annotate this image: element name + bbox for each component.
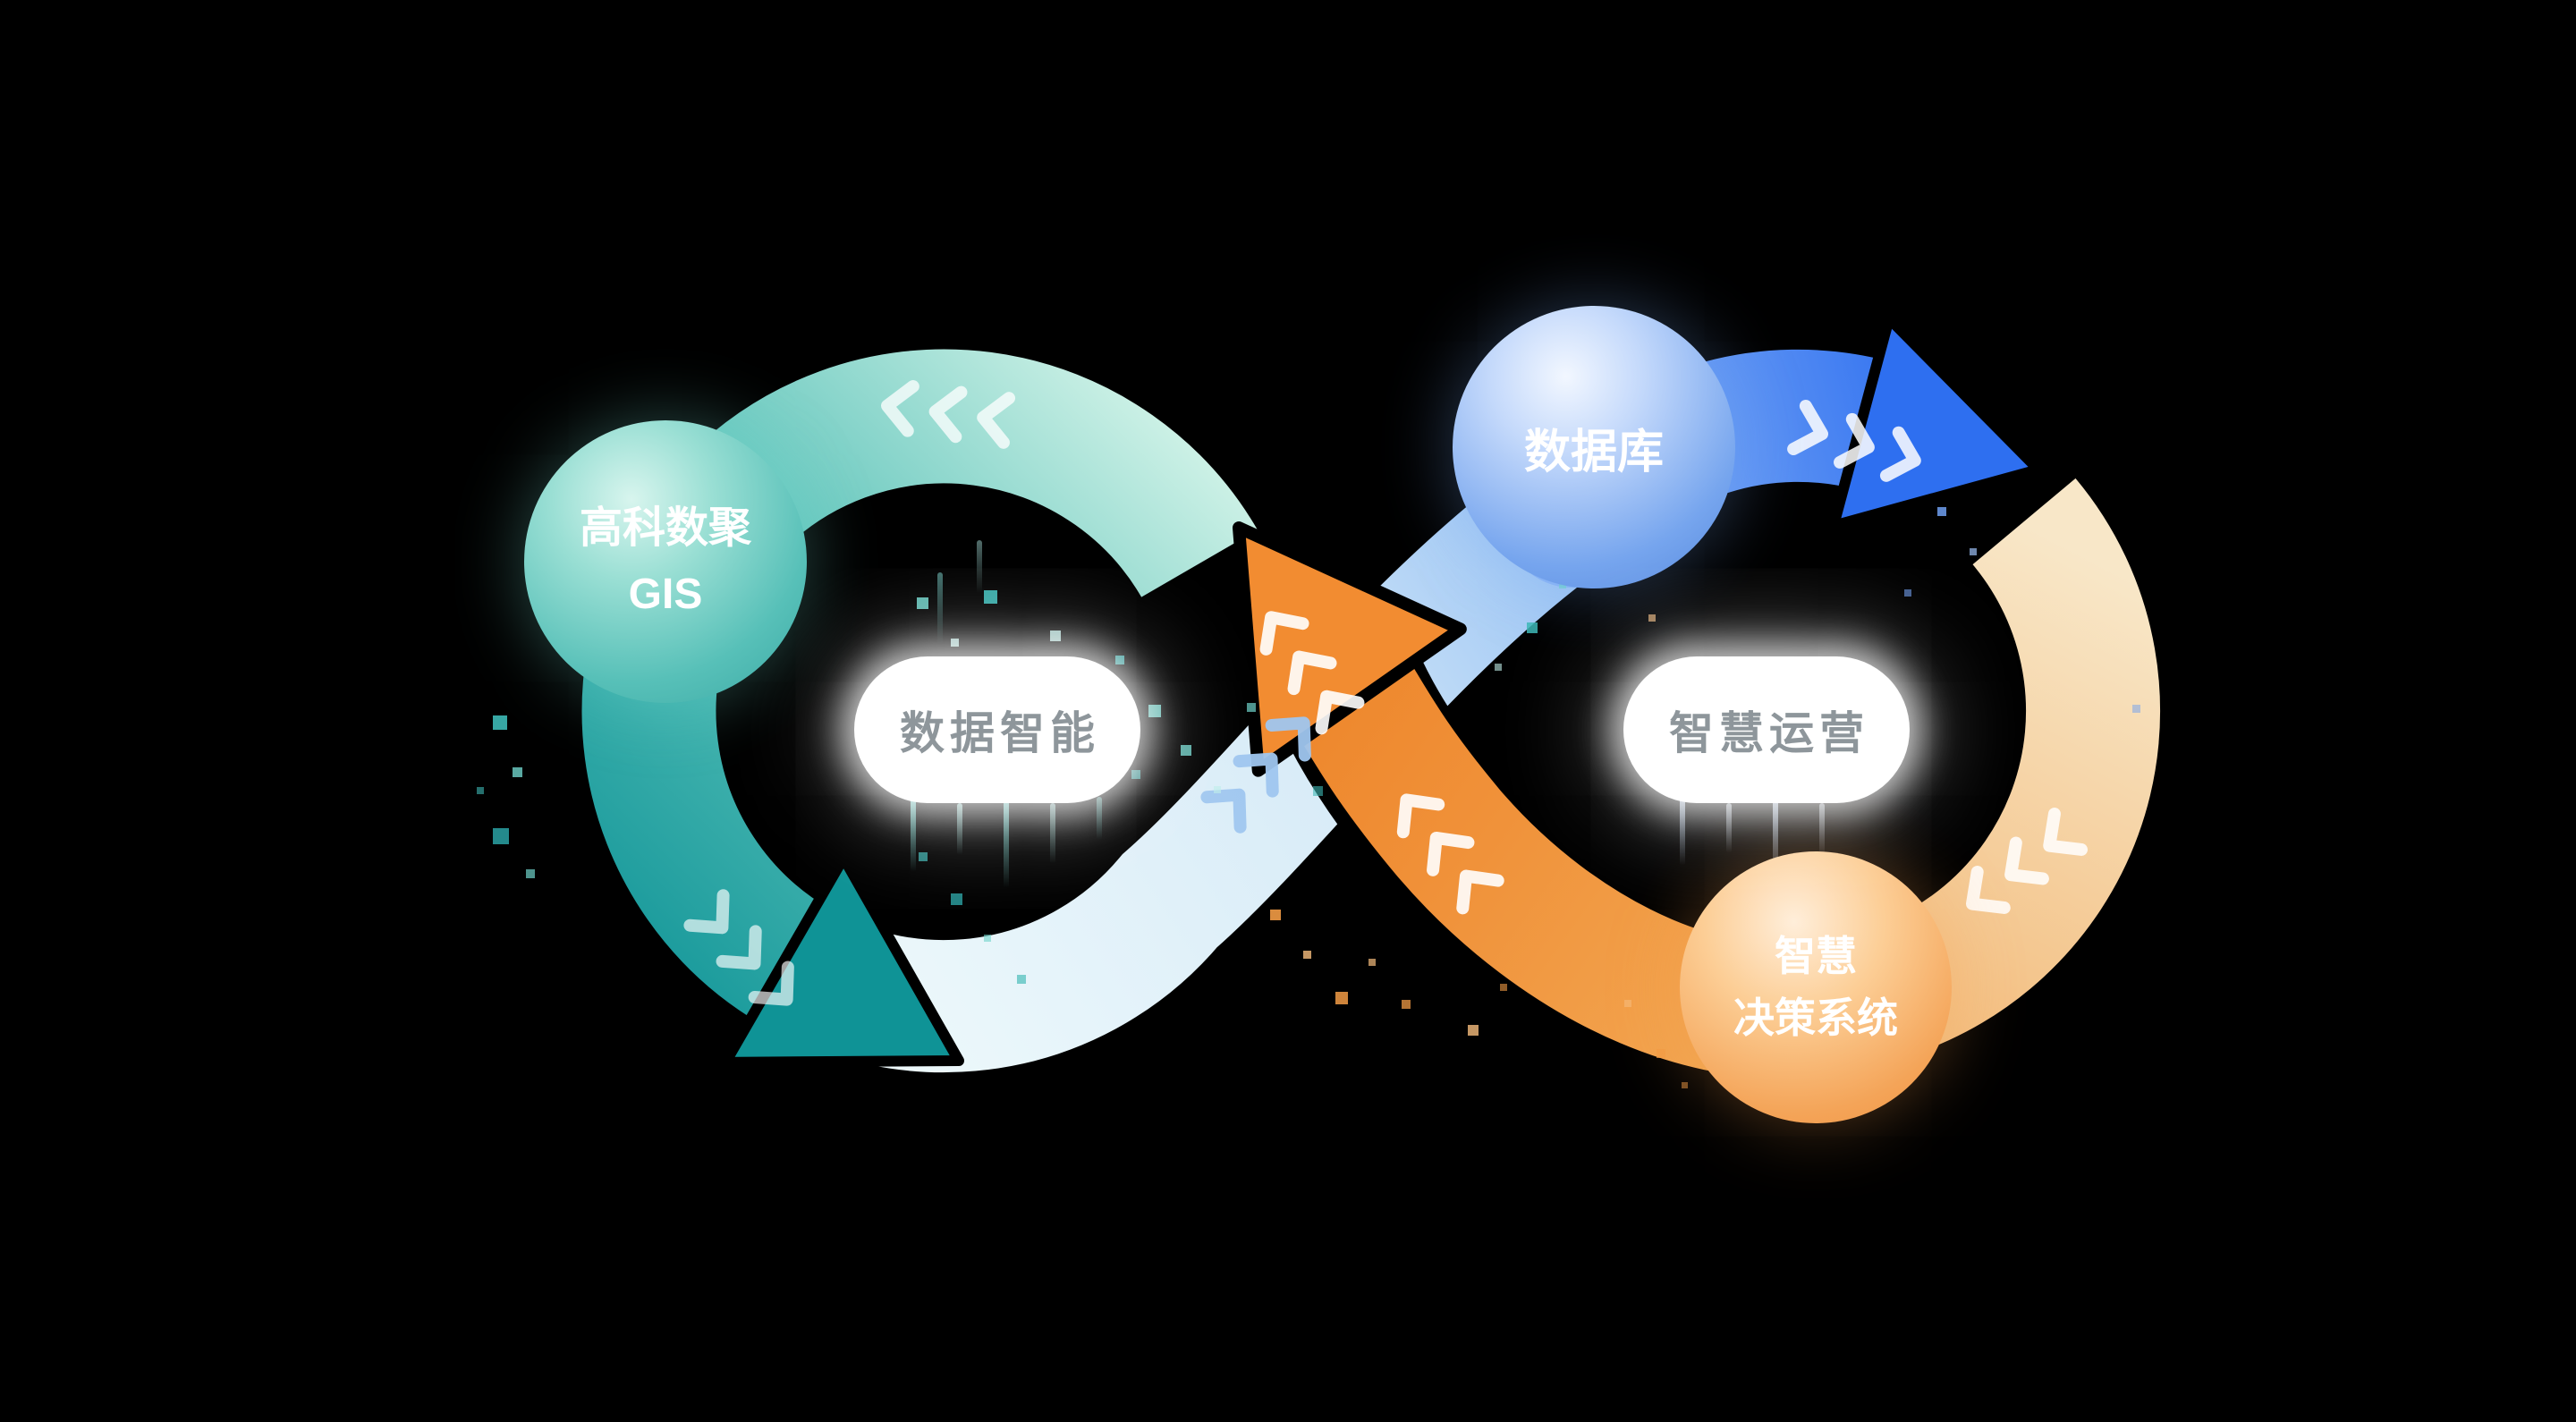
chevrons-blue-arc: [1787, 399, 1921, 482]
node-database-sphere: 数据库: [1453, 306, 1735, 588]
node-decision-label-line2: 决策系统: [1733, 995, 1898, 1041]
node-decision-label-line1: 智慧: [1775, 933, 1857, 979]
teal-arrowhead: [720, 852, 964, 1068]
node-database-label-text: 数据库: [1523, 426, 1664, 478]
node-gis-label: 高科数聚 GIS: [580, 495, 751, 629]
node-decision-label: 智慧 决策系统: [1733, 926, 1898, 1049]
chevrons-teal-top: [880, 380, 1016, 449]
pill-data-intelligence: 数据智能: [854, 656, 1140, 803]
chevrons-teal-bottom: [683, 889, 794, 1006]
chevrons-orange-lower: [1396, 793, 1504, 915]
pill-smart-operations: 智慧运营: [1623, 656, 1910, 803]
chevrons-orange-upper: [1259, 611, 1365, 735]
node-database-label: 数据库: [1524, 414, 1664, 481]
node-gis-label-line1: 高科数聚: [579, 504, 751, 552]
pill-smart-operations-label: 智慧运营: [1669, 708, 1869, 758]
node-gis-sphere: 高科数聚 GIS: [524, 420, 807, 703]
chevrons-light-band: [1200, 716, 1311, 834]
node-decision-sphere: 智慧 决策系统: [1680, 851, 1952, 1123]
node-gis-label-line2: GIS: [628, 571, 703, 618]
chevrons-cream-arc: [1965, 808, 2089, 914]
pill-data-intelligence-label: 数据智能: [900, 708, 1100, 758]
